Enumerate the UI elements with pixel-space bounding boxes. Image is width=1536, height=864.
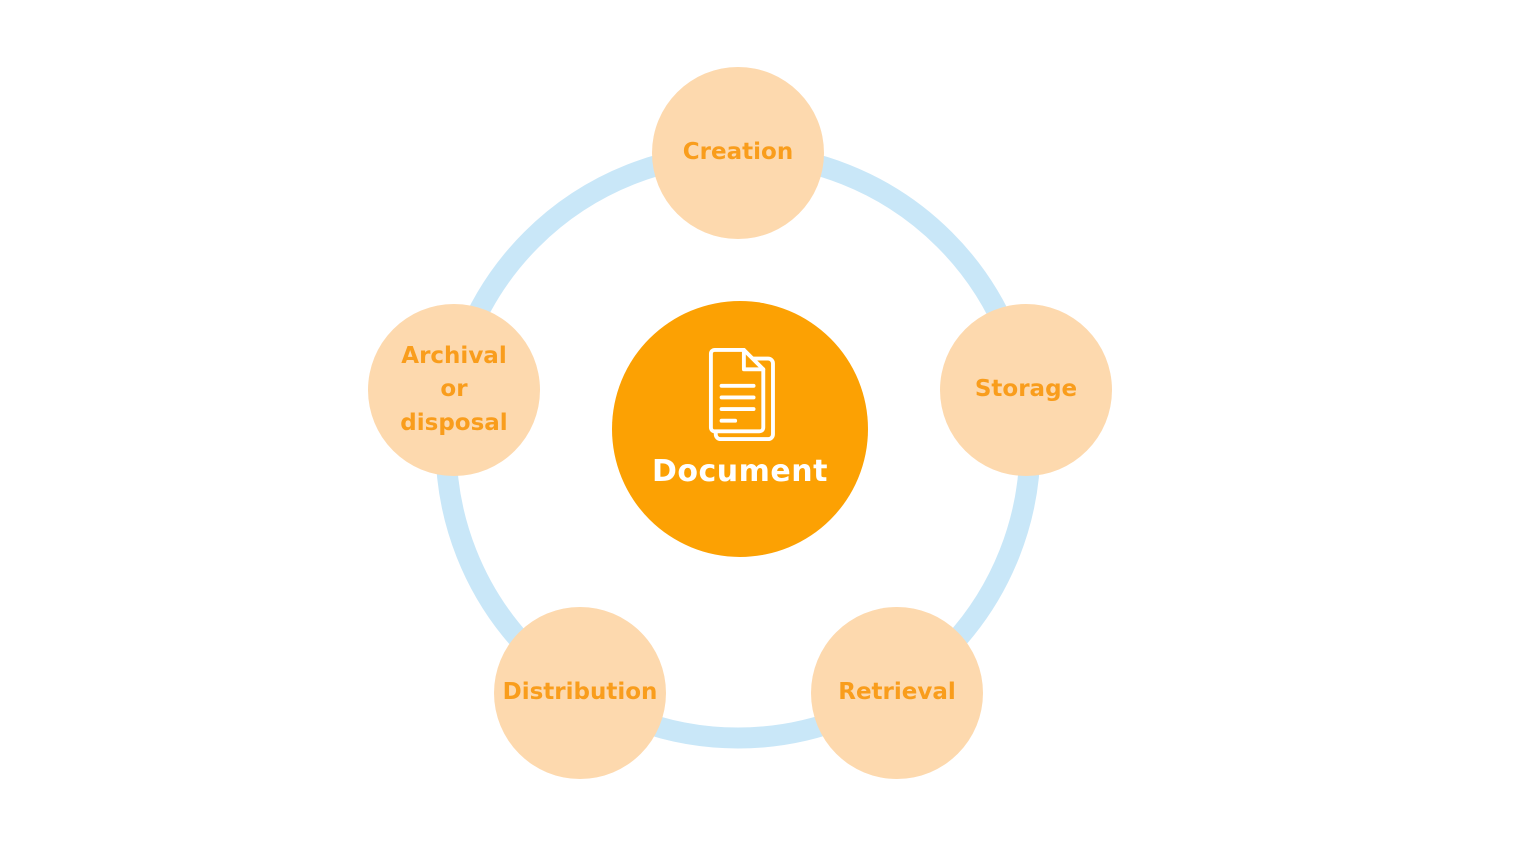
node-archival-label: Archival or disposal bbox=[400, 342, 508, 436]
document-icon bbox=[708, 347, 775, 442]
node-creation: Creation bbox=[652, 67, 824, 239]
node-retrieval-label: Retrieval bbox=[838, 679, 956, 706]
node-creation-label: Creation bbox=[682, 139, 794, 166]
node-distribution-label: Distribution bbox=[502, 679, 658, 706]
document-fold-corner bbox=[741, 347, 766, 372]
document-front-page bbox=[708, 347, 766, 434]
node-archival: Archival or disposal bbox=[368, 304, 540, 476]
node-storage: Storage bbox=[940, 304, 1112, 476]
center-node-label: Document bbox=[652, 454, 828, 489]
node-storage-label: Storage bbox=[974, 376, 1078, 403]
center-node-document: Document bbox=[612, 301, 868, 557]
node-retrieval: Retrieval bbox=[811, 607, 983, 779]
node-distribution: Distribution bbox=[494, 607, 666, 779]
